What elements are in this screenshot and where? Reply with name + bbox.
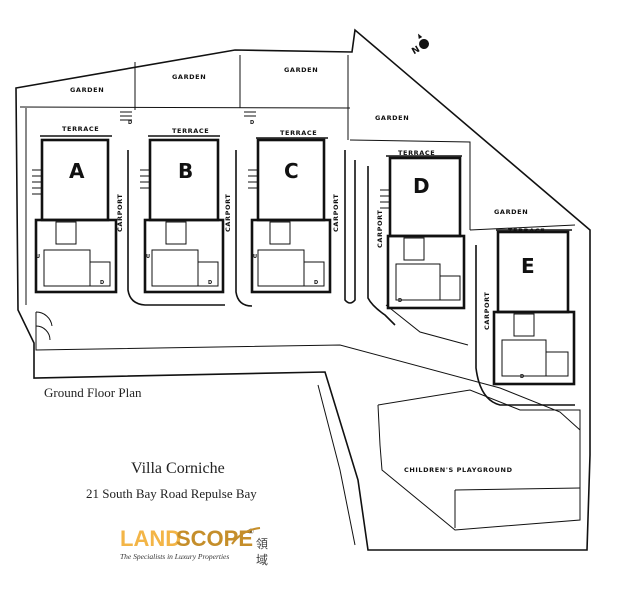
playground-label: CHILDREN'S PLAYGROUND bbox=[404, 466, 513, 474]
logo-brand-part1: LAND bbox=[120, 526, 181, 551]
unit-label-b: B bbox=[178, 159, 193, 183]
door-mark: D bbox=[520, 374, 524, 380]
door-mark: D bbox=[128, 120, 132, 126]
north-arrow-icon: N bbox=[410, 33, 429, 57]
logo-chinese-1: 領 bbox=[256, 536, 268, 551]
door-mark: D bbox=[398, 298, 402, 304]
site-boundary bbox=[15, 28, 591, 551]
property-address: 21 South Bay Road Repulse Bay bbox=[86, 486, 257, 501]
terrace-label-a: TERRACE bbox=[62, 125, 99, 133]
carport-a bbox=[127, 150, 225, 306]
carport-c bbox=[344, 150, 356, 304]
villa-c bbox=[250, 138, 332, 294]
playground-inner bbox=[454, 487, 581, 491]
logo-reg: ® bbox=[248, 527, 254, 536]
logo-tagline: The Specialists in Luxury Properties bbox=[120, 552, 229, 561]
villa-b bbox=[143, 138, 225, 294]
terrace-label-b: TERRACE bbox=[172, 127, 209, 135]
carport-b bbox=[235, 150, 253, 307]
garden-label-2: GARDEN bbox=[172, 73, 206, 81]
carport-label-a: CARPORT bbox=[116, 194, 124, 232]
stairs bbox=[32, 111, 390, 209]
floor-plan-caption: Ground Floor Plan bbox=[44, 385, 142, 400]
door-mark: D bbox=[314, 280, 318, 286]
terrace-label-d: TERRACE bbox=[398, 149, 435, 157]
property-title: Villa Corniche bbox=[131, 460, 225, 477]
landscope-logo: LAND SCOPE ® The Specialists in Luxury P… bbox=[120, 526, 268, 567]
terrace-label-c: TERRACE bbox=[280, 129, 317, 137]
door-mark: D bbox=[208, 280, 212, 286]
door-mark: D bbox=[100, 280, 104, 286]
logo-brand-part2: SCOPE bbox=[176, 526, 253, 551]
carport-label-c: CARPORT bbox=[332, 194, 340, 232]
carport-label-b: CARPORT bbox=[224, 194, 232, 232]
villa-a bbox=[34, 138, 118, 294]
unit-label-e: E bbox=[521, 254, 535, 278]
logo-swoosh-icon bbox=[231, 527, 261, 545]
utility-mark: U bbox=[146, 254, 150, 260]
garden-boundary-e bbox=[469, 224, 576, 231]
villa-d bbox=[386, 156, 466, 310]
unit-label-a: A bbox=[69, 159, 85, 183]
utility-mark: U bbox=[36, 254, 40, 260]
carport-label-e: CARPORT bbox=[483, 292, 491, 330]
logo-chinese-2: 域 bbox=[256, 553, 268, 567]
unit-label-d: D bbox=[413, 174, 430, 198]
garden-boundary-top bbox=[19, 106, 351, 109]
garden-label-1: GARDEN bbox=[70, 86, 104, 94]
garden-label-3: GARDEN bbox=[284, 66, 318, 74]
garden-label-4: GARDEN bbox=[375, 114, 409, 122]
carport-d bbox=[367, 166, 396, 326]
gate bbox=[35, 311, 53, 341]
garden-label-5: GARDEN bbox=[494, 208, 528, 216]
utility-mark: U bbox=[253, 254, 257, 260]
unit-label-c: C bbox=[284, 159, 299, 183]
villa-e bbox=[492, 230, 576, 386]
carport-label-d: CARPORT bbox=[376, 210, 384, 248]
carport-e bbox=[475, 245, 575, 406]
terrace-label-e: TERRACE bbox=[508, 227, 545, 235]
road-edge bbox=[317, 384, 356, 546]
carport-d-edge bbox=[385, 304, 469, 346]
garden-boundary-right bbox=[349, 139, 471, 230]
access-road bbox=[35, 312, 581, 431]
door-mark: D bbox=[250, 120, 254, 126]
playground-boundary bbox=[377, 389, 581, 531]
